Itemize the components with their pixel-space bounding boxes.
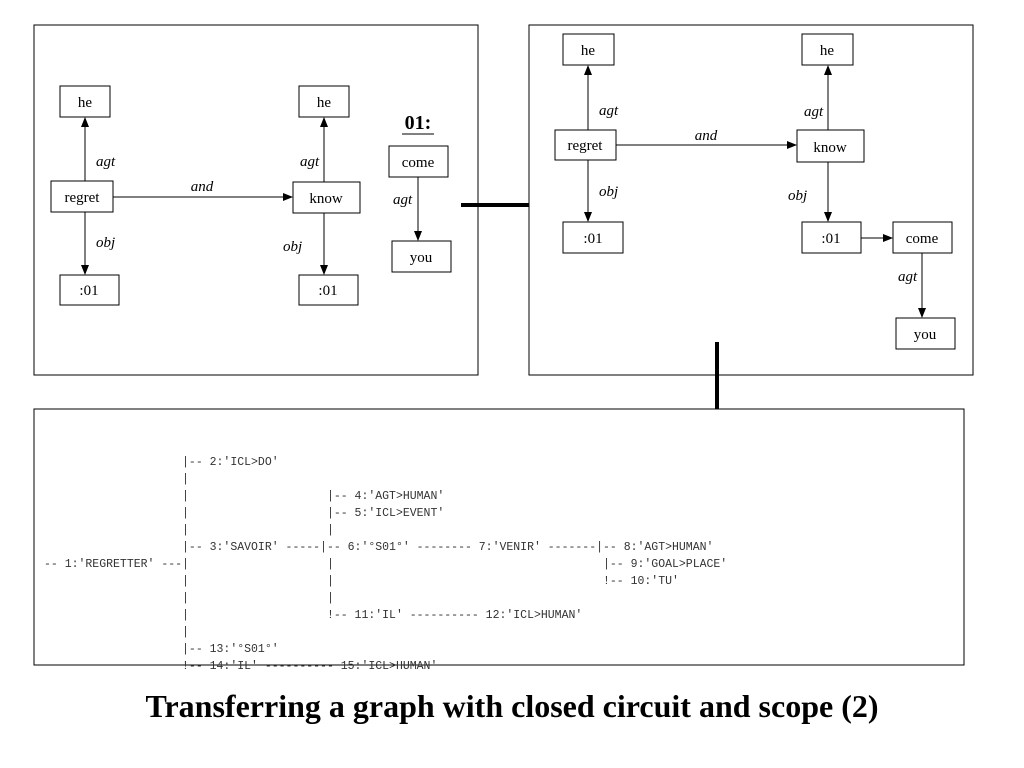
right-edge-agt-2-label: agt [804, 104, 824, 120]
tree-line: !-- 14:'IL' ---------- 15:'ICL>HUMAN' [44, 660, 437, 673]
tree-line: | | [44, 592, 334, 605]
left-edge-obj-2-label: obj [283, 239, 302, 255]
right-node-come: come [892, 221, 953, 254]
left-node-01-b: :01 [298, 274, 359, 306]
right-node-know-label: know [813, 140, 847, 156]
right-node-you-label: you [914, 327, 937, 343]
right-node-come-label: come [906, 231, 939, 247]
right-node-01-b: :01 [801, 221, 862, 254]
left-node-01-a-label: :01 [79, 283, 98, 299]
tree-line: | [44, 626, 189, 639]
tree-line: | !-- 11:'IL' ---------- 12:'ICL>HUMAN' [44, 609, 582, 622]
left-node-know-label: know [309, 191, 343, 207]
right-node-regret: regret [554, 129, 617, 161]
left-node-he-1: he [59, 85, 111, 118]
left-node-regret-label: regret [65, 190, 101, 206]
tree-panel: |-- 2:'ICL>DO' | | |-- 4:'AGT>HUMAN' | |… [33, 408, 965, 673]
left-node-he-2: he [298, 85, 350, 118]
left-edge-agt-2-label: agt [300, 154, 320, 170]
tree-line: | |-- 5:'ICL>EVENT' [44, 507, 444, 520]
right-node-he-1-label: he [581, 43, 596, 59]
right-edge-obj-2-label: obj [788, 188, 807, 204]
left-edge-and-label: and [191, 179, 214, 195]
left-node-01-b-label: :01 [318, 283, 337, 299]
tree-text: |-- 2:'ICL>DO' | | |-- 4:'AGT>HUMAN' | |… [44, 456, 727, 673]
left-node-come-label: come [402, 155, 435, 171]
right-edge-agt-1-label: agt [599, 103, 619, 119]
left-edge-agt-3-label: agt [393, 192, 413, 208]
right-edge-agt-3-label: agt [898, 269, 918, 285]
right-node-01-a: :01 [562, 221, 624, 254]
right-node-01-a-label: :01 [583, 231, 602, 247]
caption: Transferring a graph with closed circuit… [145, 688, 879, 724]
left-node-you-label: you [410, 250, 433, 266]
tree-line: | | [44, 524, 334, 537]
right-node-01-b-label: :01 [821, 231, 840, 247]
left-panel: he regret :01 he know :01 01: [33, 24, 479, 376]
right-edge-and-label: and [695, 128, 718, 144]
left-node-regret: regret [50, 180, 114, 213]
tree-line: |-- 2:'ICL>DO' [44, 456, 279, 469]
tree-line: | |-- 4:'AGT>HUMAN' [44, 490, 444, 503]
right-node-he-2-label: he [820, 43, 835, 59]
left-node-you: you [391, 240, 452, 273]
left-node-he-2-label: he [317, 95, 332, 111]
right-panel: he regret :01 he know :01 come you [528, 24, 974, 376]
right-node-he-2: he [801, 33, 854, 66]
tree-line: | | !-- 10:'TU' [44, 575, 679, 588]
left-edge-agt-1-label: agt [96, 154, 116, 170]
tree-line: -- 1:'REGRETTER' ---| | |-- 9:'GOAL>PLAC… [44, 558, 727, 571]
right-node-regret-label: regret [568, 138, 604, 154]
right-node-he-1: he [562, 33, 615, 66]
right-edge-obj-1-label: obj [599, 184, 618, 200]
left-node-come: come [388, 145, 449, 178]
right-node-know: know [796, 129, 865, 163]
tree-line: |-- 3:'SAVOIR' -----|-- 6:'°S01°' ------… [44, 541, 713, 554]
left-node-01-a: :01 [59, 274, 120, 306]
tree-line: | [44, 473, 189, 486]
left-node-he-1-label: he [78, 95, 93, 111]
tree-line: |-- 13:'°S01°' [44, 643, 279, 656]
left-edge-obj-1-label: obj [96, 235, 115, 251]
right-node-you: you [895, 317, 956, 350]
left-node-know: know [292, 181, 361, 214]
scope-label: 01: [405, 112, 432, 134]
